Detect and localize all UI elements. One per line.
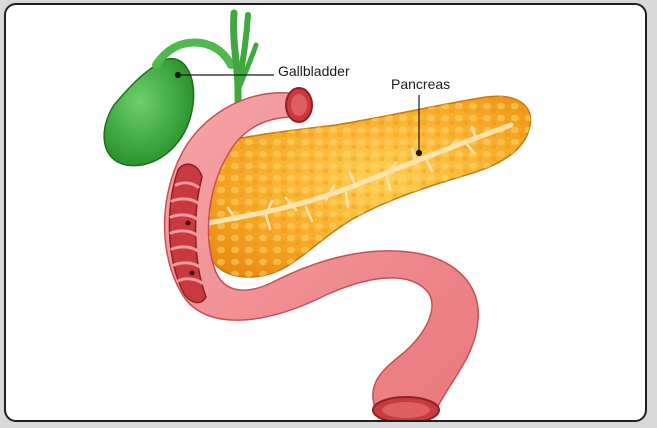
gallbladder-label: Gallbladder — [278, 63, 350, 79]
pancreas-label: Pancreas — [391, 76, 450, 92]
diagram-frame: Gallbladder Pancreas — [4, 3, 647, 422]
